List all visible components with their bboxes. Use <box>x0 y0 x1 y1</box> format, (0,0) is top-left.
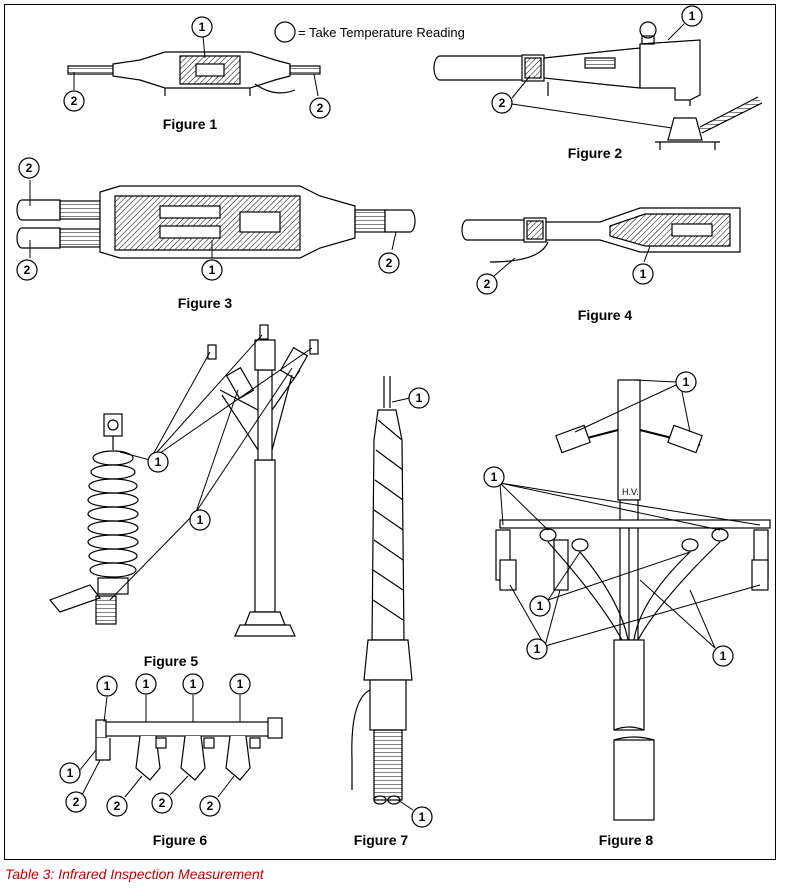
svg-text:1: 1 <box>104 679 111 693</box>
svg-text:1: 1 <box>143 677 150 691</box>
svg-text:1: 1 <box>419 810 426 824</box>
svg-text:2: 2 <box>484 277 491 291</box>
figure-5-label: Figure 5 <box>144 653 199 669</box>
figure-6-drawing <box>95 717 283 781</box>
figure-1-label: Figure 1 <box>163 116 218 132</box>
svg-text:H.V.: H.V. <box>622 487 639 497</box>
figure-5-drawing <box>48 324 319 637</box>
svg-text:2: 2 <box>499 96 506 110</box>
figure-3-callouts: 2 2 1 2 <box>16 157 400 281</box>
svg-text:1: 1 <box>190 677 197 691</box>
svg-text:1: 1 <box>640 267 647 281</box>
legend-circle-icon <box>274 21 296 43</box>
svg-text:1: 1 <box>416 391 423 405</box>
svg-text:2: 2 <box>26 161 33 175</box>
figure-4-drawing <box>461 207 741 263</box>
figure-7-drawing <box>351 376 413 805</box>
svg-text:1: 1 <box>491 470 498 484</box>
figure-7-label: Figure 7 <box>354 832 409 848</box>
legend-text: = Take Temperature Reading <box>298 25 465 40</box>
svg-text:1: 1 <box>155 455 162 469</box>
svg-text:1: 1 <box>199 20 206 34</box>
svg-text:1: 1 <box>683 375 690 389</box>
figure-1-drawing <box>67 51 321 96</box>
figure-7-callouts: 1 1 <box>391 387 433 828</box>
insulator-sheds <box>87 450 139 578</box>
figure-3-drawing <box>16 185 416 259</box>
svg-text:2: 2 <box>317 101 324 115</box>
svg-text:2: 2 <box>159 796 166 810</box>
svg-text:2: 2 <box>207 799 214 813</box>
svg-text:1: 1 <box>197 513 204 527</box>
figure-8-drawing: H.V. <box>495 379 771 821</box>
svg-text:1: 1 <box>67 766 74 780</box>
svg-text:1: 1 <box>720 649 727 663</box>
svg-text:1: 1 <box>237 677 244 691</box>
figure-1-callouts: 1 2 2 <box>63 16 331 119</box>
figure-3-label: Figure 3 <box>178 295 233 311</box>
svg-text:2: 2 <box>71 94 78 108</box>
figure-5-callouts: 1 1 <box>109 334 313 601</box>
table-caption: Table 3: Infrared Inspection Measurement <box>5 866 264 882</box>
figure-4-label: Figure 4 <box>578 307 633 323</box>
figure-2-callouts: 1 2 <box>491 5 703 129</box>
svg-text:1: 1 <box>689 9 696 23</box>
svg-text:2: 2 <box>24 263 31 277</box>
figure-6-label: Figure 6 <box>153 832 208 848</box>
figure-2-label: Figure 2 <box>568 145 623 161</box>
svg-text:1: 1 <box>534 642 541 656</box>
figure-8-callouts: 1 1 1 1 1 <box>483 371 761 667</box>
figure-4-callouts: 1 2 <box>476 245 654 295</box>
figure-6-callouts: 1 1 1 1 1 2 2 2 2 <box>59 673 251 817</box>
svg-text:1: 1 <box>209 263 216 277</box>
svg-text:2: 2 <box>114 799 121 813</box>
figure-8-label: Figure 8 <box>599 832 654 848</box>
figure-2-drawing <box>433 21 763 150</box>
svg-text:1: 1 <box>537 599 544 613</box>
svg-text:2: 2 <box>73 795 80 809</box>
svg-text:2: 2 <box>386 256 393 270</box>
legend: = Take Temperature Reading <box>274 21 465 43</box>
